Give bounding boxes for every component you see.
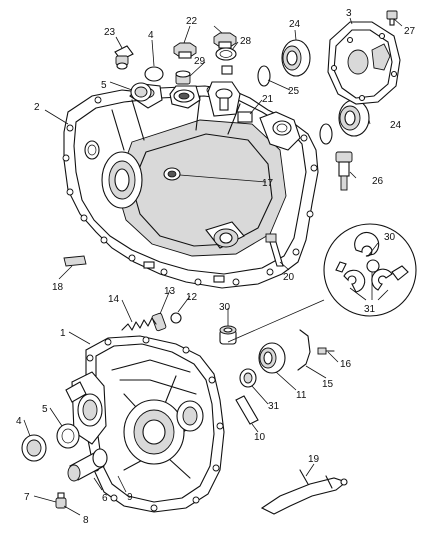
part-5-seal-lower [56, 423, 80, 449]
part-22-plugs [173, 32, 237, 59]
part-16-screw [317, 347, 335, 355]
part-8-drain-plug [55, 492, 67, 509]
upper-transaxle-housing [62, 81, 319, 289]
part-15-retaining-clip [297, 329, 311, 371]
callout-31-detail: 31 [364, 304, 376, 315]
callout-4-upper: 4 [148, 30, 154, 41]
part-31-bushing [239, 368, 257, 388]
detail-callout-circle [227, 223, 417, 343]
callout-20: 20 [283, 272, 295, 283]
callout-30-detail: 30 [384, 232, 396, 243]
part-18-magnet [63, 255, 87, 267]
part-20-bolt [265, 233, 284, 267]
callout-27: 27 [404, 26, 416, 37]
part-10-dowel-pin [235, 395, 259, 425]
callout-12: 12 [186, 292, 198, 303]
callout-19: 19 [308, 454, 320, 465]
part-4-o-ring-upper [144, 66, 164, 82]
callout-5-upper: 5 [101, 80, 107, 91]
callout-23: 23 [104, 27, 116, 38]
callout-13: 13 [164, 286, 176, 297]
part-19-shift-bracket [260, 469, 348, 515]
part-25-shim-lower [319, 123, 333, 145]
part-24-bearing-upper [281, 39, 311, 77]
part-27-bolt [386, 10, 398, 26]
callout-31-lower: 31 [268, 401, 280, 412]
part-23-breather [114, 45, 134, 70]
part-29-plug [175, 65, 233, 85]
callout-3: 3 [346, 8, 352, 19]
callout-17: 17 [262, 178, 274, 189]
part-30-bushing [219, 325, 237, 345]
callout-11: 11 [296, 390, 307, 401]
part-13-plug [151, 312, 167, 332]
callout-labels: 23 4 22 28 29 24 3 27 5 2 21 25 24 26 17… [16, 8, 416, 526]
callout-15: 15 [322, 379, 334, 390]
callout-29: 29 [194, 56, 206, 67]
part-28-washer [215, 47, 237, 61]
callout-10: 10 [254, 432, 266, 443]
callout-8: 8 [83, 515, 89, 526]
callout-16: 16 [340, 359, 352, 370]
callout-30-lower: 30 [219, 302, 231, 313]
callout-24-upper: 24 [289, 19, 301, 30]
part-26-speed-sensor [335, 151, 353, 191]
leader-lines [23, 17, 403, 516]
callout-5-lower: 5 [42, 404, 48, 415]
callout-22: 22 [186, 16, 198, 27]
part-12-o-ring [170, 312, 182, 324]
callout-25: 25 [288, 86, 300, 97]
part-3-cover-plate [327, 21, 401, 105]
callout-1: 1 [60, 328, 66, 339]
lower-transaxle-housing [65, 335, 225, 513]
part-14-spring [121, 317, 157, 331]
detail-bushings [335, 232, 409, 293]
part-6-sleeve [67, 448, 108, 482]
callout-9: 9 [127, 492, 133, 503]
callout-21: 21 [262, 94, 274, 105]
part-11-seal [258, 342, 286, 374]
callout-18: 18 [52, 282, 64, 293]
callout-6: 6 [102, 493, 108, 504]
part-4-seal-lower [21, 434, 47, 462]
callout-4-lower: 4 [16, 416, 22, 427]
callout-24-lower: 24 [390, 120, 402, 131]
callout-7: 7 [24, 492, 30, 503]
part-25-shim-upper [257, 65, 271, 87]
part-24-bearing-lower [338, 99, 370, 137]
callout-2: 2 [34, 102, 40, 113]
callout-14: 14 [108, 294, 120, 305]
callout-28: 28 [240, 36, 252, 47]
callout-26: 26 [372, 176, 384, 187]
part-5-seal-upper [130, 82, 152, 102]
